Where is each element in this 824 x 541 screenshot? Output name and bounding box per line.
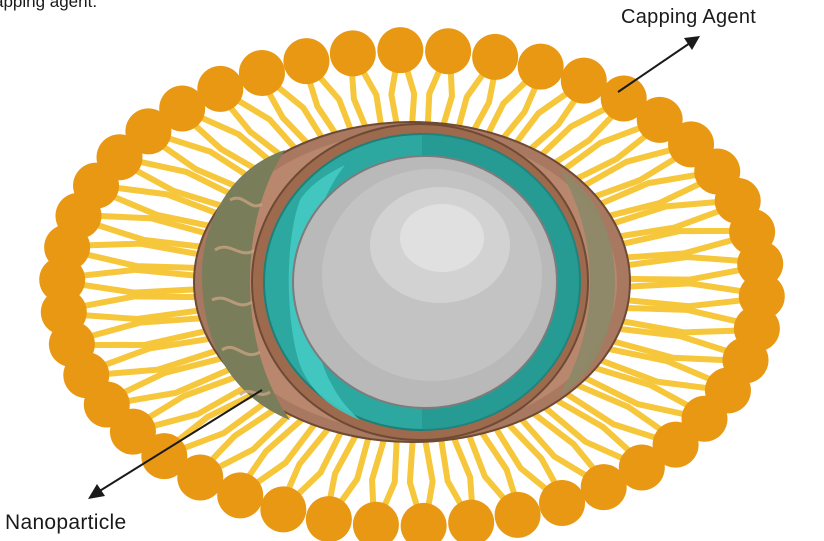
ligand-tail	[615, 257, 752, 280]
ligand-head	[197, 66, 243, 112]
capping-agent-arrowhead	[684, 36, 700, 50]
capping-agent-arrow	[618, 43, 690, 92]
ligand-tail	[617, 283, 754, 306]
ligand-head	[239, 50, 285, 96]
ligand-tail	[71, 296, 208, 319]
nanoparticle-label: Nanoparticle	[5, 511, 127, 535]
ligand-head	[518, 44, 564, 90]
ligand-head	[495, 492, 541, 538]
ligand-head	[401, 503, 447, 541]
ligand-head	[581, 464, 627, 510]
ligand-head	[306, 496, 352, 541]
ligand-head	[448, 500, 494, 541]
ligand-head	[283, 38, 329, 84]
nanoparticle-arrowhead	[88, 484, 105, 499]
ligand-head	[737, 241, 783, 287]
ligand-head	[539, 480, 585, 526]
ligand-tail	[70, 270, 207, 293]
core-highlight-inner	[400, 204, 484, 272]
ligand-head	[217, 472, 263, 518]
ligand-head	[377, 27, 423, 73]
nanoparticle-body	[194, 122, 630, 442]
capping-agent-label: Capping Agent	[621, 6, 756, 29]
ligand-head	[425, 28, 471, 74]
ligand-head	[561, 58, 607, 104]
ligand-head	[330, 30, 376, 76]
ligand-head	[260, 486, 306, 532]
ligand-head	[472, 34, 518, 80]
ligand-head	[353, 502, 399, 541]
